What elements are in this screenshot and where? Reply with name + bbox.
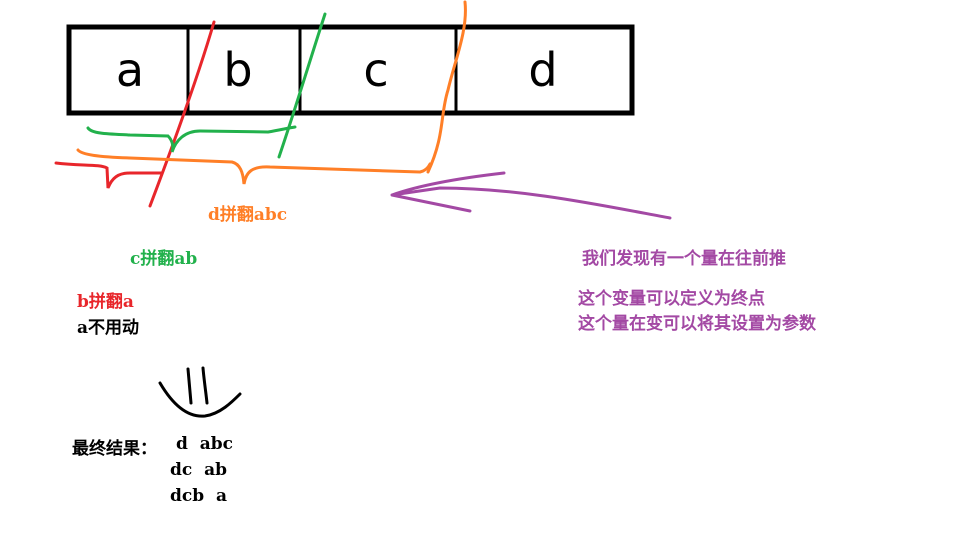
green-cut-line	[277, 12, 327, 159]
cell-d: d	[528, 43, 557, 97]
purple-arrow	[390, 171, 672, 220]
down-arrow-stroke-1	[186, 367, 193, 405]
label-a-still: a不用动	[77, 318, 140, 338]
result-prefix: 最终结果：	[72, 439, 157, 459]
label-d-flip: d拼翻abc	[208, 205, 288, 225]
green-brace	[86, 125, 297, 153]
label-c-flip: c拼翻ab	[130, 249, 198, 269]
result-row-2: dc ab	[170, 460, 227, 480]
label-b-flip: b拼翻a	[77, 292, 134, 312]
orange-cut-line	[426, 0, 467, 174]
result-row-3: dcb a	[170, 486, 227, 506]
orange-brace	[76, 148, 432, 185]
note-line-2: 这个变量可以定义为终点	[578, 289, 765, 309]
down-arrow-stroke-2	[201, 366, 209, 405]
red-brace	[54, 161, 164, 189]
array-box	[66, 24, 635, 116]
red-cut-line	[148, 20, 216, 208]
cell-a: a	[116, 43, 144, 97]
note-line-1: 我们发现有一个量在往前推	[582, 249, 786, 269]
note-line-3: 这个量在变可以将其设置为参数	[578, 314, 816, 334]
cell-b: b	[223, 43, 252, 97]
result-row-1: d abc	[176, 434, 233, 454]
down-arrow-squiggle	[158, 381, 242, 418]
cell-c: c	[363, 43, 388, 97]
